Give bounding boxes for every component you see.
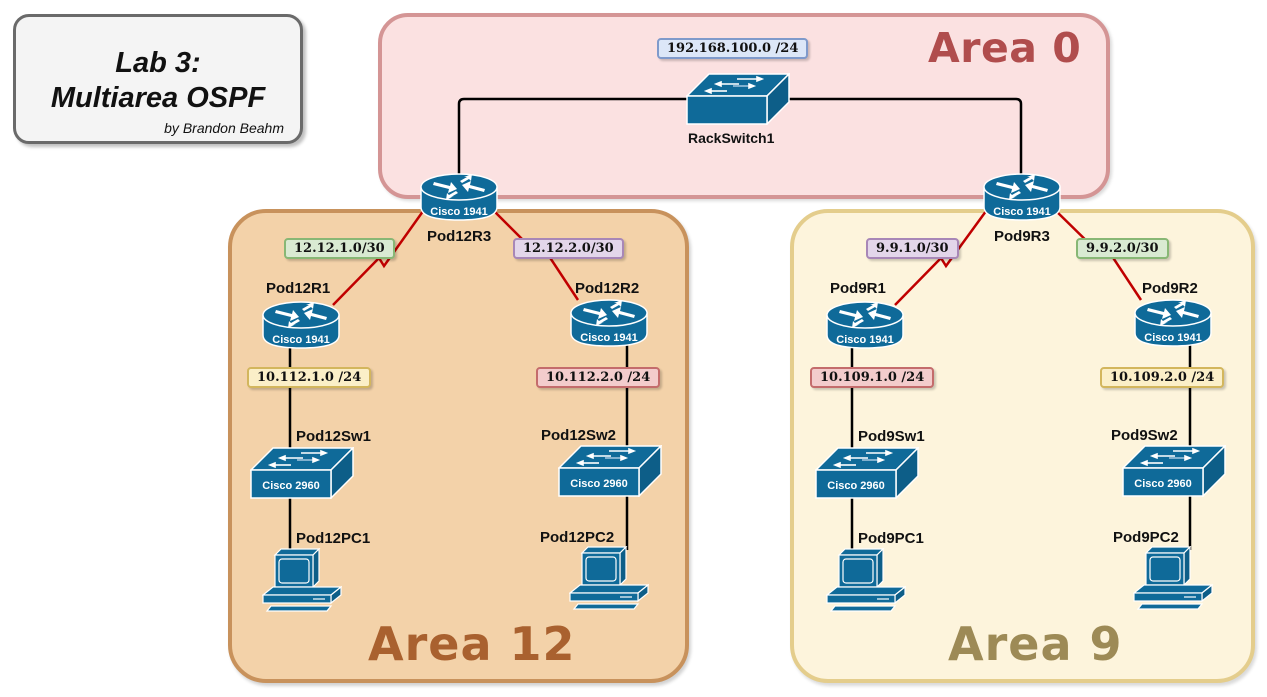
serial-link-pod12r3-pod12r1 xyxy=(332,206,428,306)
pod9r3-label: Pod9R3 xyxy=(994,228,1050,245)
switch-icon: Cisco 2960 xyxy=(250,447,354,499)
network-tag-pod9-lan1: 10.109.1.0 /24 xyxy=(810,367,935,388)
pod12r1-model: Cisco 1941 xyxy=(272,334,329,346)
pod9sw1-model: Cisco 2960 xyxy=(827,480,884,492)
network-tag-pod12-lan1: 10.112.1.0 /24 xyxy=(247,367,372,388)
router-icon: Cisco 1941 xyxy=(1134,299,1212,347)
pod12r1[interactable]: Cisco 1941 xyxy=(261,300,341,355)
network-tag-pod12-lan2: 10.112.2.0 /24 xyxy=(536,367,661,388)
pod9r1[interactable]: Cisco 1941 xyxy=(825,300,905,355)
pod9r2[interactable]: Cisco 1941 xyxy=(1133,298,1213,353)
pod9r2-model: Cisco 1941 xyxy=(1144,332,1201,344)
pod9pc1[interactable] xyxy=(826,548,906,617)
pod12sw1-label: Pod12Sw1 xyxy=(296,428,372,445)
rackswitch1[interactable] xyxy=(686,73,790,130)
network-tag-pod9-lan2: 10.109.2.0 /24 xyxy=(1100,367,1225,388)
pc-icon xyxy=(826,548,906,612)
pod9r2-label: Pod9R2 xyxy=(1142,280,1198,297)
lab-title: Multiarea OSPF xyxy=(50,82,266,114)
pod12pc1-label: Pod12PC1 xyxy=(296,530,371,547)
network-tag-backbone: 192.168.100.0 /24 xyxy=(657,38,809,59)
pc-icon xyxy=(569,546,649,610)
router-icon: Cisco 1941 xyxy=(570,299,648,347)
pod9pc1-label: Pod9PC1 xyxy=(858,530,924,547)
network-tag-pod12-link2: 12.12.2.0/30 xyxy=(513,238,624,259)
area-9-title: Area 9 xyxy=(948,617,1123,671)
pod9pc2-label: Pod9PC2 xyxy=(1113,529,1179,546)
pod12r2-model: Cisco 1941 xyxy=(580,332,637,344)
pod9sw2-label: Pod9Sw2 xyxy=(1111,427,1178,444)
pod9r3-model: Cisco 1941 xyxy=(993,206,1050,218)
pod9pc2[interactable] xyxy=(1133,546,1213,615)
router-icon: Cisco 1941 xyxy=(262,301,340,349)
pod12r3-label: Pod12R3 xyxy=(427,228,492,245)
router-icon: Cisco 1941 xyxy=(420,173,498,221)
pod12pc2[interactable] xyxy=(569,546,649,615)
author-credit: by Brandon Beahm xyxy=(164,120,284,136)
switch-icon xyxy=(686,73,790,125)
pod9sw2[interactable]: Cisco 2960 xyxy=(1122,445,1226,502)
network-tag-pod12-link1: 12.12.1.0/30 xyxy=(284,238,395,259)
serial-link-pod9r3-pod9r1 xyxy=(894,206,991,306)
pod12sw2-model: Cisco 2960 xyxy=(570,478,627,490)
pod12pc1[interactable] xyxy=(262,548,342,617)
area-12-title: Area 12 xyxy=(368,617,576,671)
ethernet-link-rackswitch1-pod9r3 xyxy=(786,97,1023,178)
switch-icon: Cisco 2960 xyxy=(1122,445,1226,497)
ethernet-link-pod12r3-rackswitch1 xyxy=(457,97,690,178)
pod9sw2-model: Cisco 2960 xyxy=(1134,478,1191,490)
pod12r3-model: Cisco 1941 xyxy=(430,206,487,218)
title-card: Lab 3: Multiarea OSPF by Brandon Beahm xyxy=(13,14,303,144)
pod12sw2[interactable]: Cisco 2960 xyxy=(558,445,662,502)
pod12sw1-model: Cisco 2960 xyxy=(262,480,319,492)
pod12r3[interactable]: Cisco 1941 xyxy=(419,172,499,227)
pod9sw1[interactable]: Cisco 2960 xyxy=(815,447,919,504)
router-icon: Cisco 1941 xyxy=(983,173,1061,221)
router-icon: Cisco 1941 xyxy=(826,301,904,349)
network-tag-pod9-link1: 9.9.1.0/30 xyxy=(866,238,959,259)
pc-icon xyxy=(262,548,342,612)
pod12pc2-label: Pod12PC2 xyxy=(540,529,615,546)
pod12r2[interactable]: Cisco 1941 xyxy=(569,298,649,353)
pod9r1-label: Pod9R1 xyxy=(830,280,886,297)
switch-icon: Cisco 2960 xyxy=(815,447,919,499)
area-0-title: Area 0 xyxy=(928,24,1082,72)
pc-icon xyxy=(1133,546,1213,610)
pod9sw1-label: Pod9Sw1 xyxy=(858,428,925,445)
pod12sw1[interactable]: Cisco 2960 xyxy=(250,447,354,504)
lab-number: Lab 3: xyxy=(115,47,201,79)
rackswitch1-label: RackSwitch1 xyxy=(688,130,775,146)
pod12r1-label: Pod12R1 xyxy=(266,280,331,297)
pod9r1-model: Cisco 1941 xyxy=(836,334,893,346)
switch-icon: Cisco 2960 xyxy=(558,445,662,497)
pod12sw2-label: Pod12Sw2 xyxy=(541,427,617,444)
pod9r3[interactable]: Cisco 1941 xyxy=(982,172,1062,227)
pod12r2-label: Pod12R2 xyxy=(575,280,640,297)
network-tag-pod9-link2: 9.9.2.0/30 xyxy=(1076,238,1169,259)
